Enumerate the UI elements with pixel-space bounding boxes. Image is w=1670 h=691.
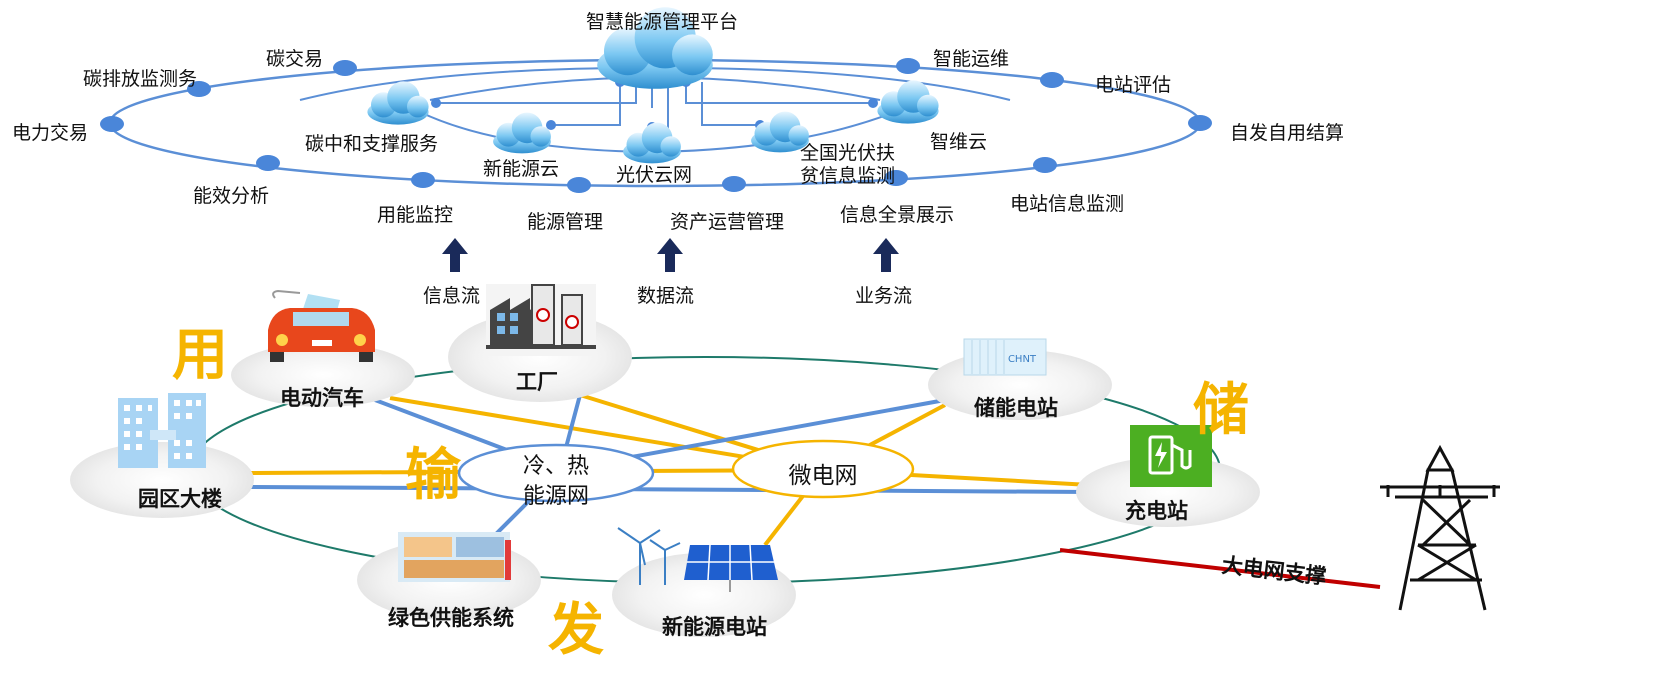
ring-label-carbon-monitor: 碳排放监测务 <box>83 68 198 90</box>
ring-label-asset-ops: 资产运营管理 <box>670 211 785 233</box>
cloud-label-carbon: 碳中和支撑服务 <box>305 133 439 155</box>
big-char-store: 储 <box>1193 378 1249 443</box>
node-label-factory: 工厂 <box>516 370 558 394</box>
cloud-connectors <box>437 82 875 130</box>
ring-label-panorama: 信息全景展示 <box>840 204 955 226</box>
ring-label-station-monitor: 电站信息监测 <box>1010 193 1125 215</box>
hub-label-cold-heat-2: 能源网 <box>522 484 590 509</box>
ring-label-energy-mgmt: 能源管理 <box>527 211 604 233</box>
cloud-carbon-icon <box>367 81 429 125</box>
cloud-maint-icon <box>877 80 939 124</box>
cold-heat-hub <box>457 443 655 503</box>
big-char-generate: 发 <box>548 598 604 663</box>
platform-title: 智慧能源管理平台 <box>585 11 739 33</box>
ev-car-icon <box>268 289 375 362</box>
ring-label-station-eval: 电站评估 <box>1095 74 1172 96</box>
cloud-label-poverty-2: 贫信息监测 <box>800 165 896 187</box>
node-label-charging: 充电站 <box>1125 499 1188 523</box>
hub-label-cold-heat-1: 冷、热 <box>522 454 590 479</box>
node-label-park: 园区大楼 <box>138 487 222 511</box>
cloud-newenergy-icon <box>493 112 551 154</box>
flow-arrows <box>442 238 899 272</box>
node-label-ev: 电动汽车 <box>280 386 364 410</box>
node-label-green: 绿色供能系统 <box>388 606 514 630</box>
node-label-newplant: 新能源电站 <box>662 615 767 639</box>
inner-ring-3 <box>689 67 1011 101</box>
ring-label-self-settlement: 自发自用结算 <box>1230 122 1345 144</box>
big-char-transmit: 输 <box>405 443 461 508</box>
wind-solar-icon <box>617 527 778 592</box>
cloud-label-poverty-1: 全国光伏扶 <box>800 142 896 164</box>
hub-label-microgrid: 微电网 <box>788 463 858 489</box>
big-char-use: 用 <box>172 323 228 388</box>
yellow-links <box>249 393 1091 547</box>
charging-station-icon <box>1130 425 1212 487</box>
node-bases <box>70 312 1260 637</box>
green-supply-icon <box>398 532 511 582</box>
node-label-storage: 储能电站 <box>974 396 1058 420</box>
flow-label-info: 信息流 <box>423 285 481 307</box>
inner-ring-2 <box>299 67 621 101</box>
blue-links <box>249 394 1091 542</box>
ring-label-power-trade: 电力交易 <box>12 122 89 144</box>
ring-label-usage-monitor: 用能监控 <box>377 204 454 226</box>
ring-label-smart-ops: 智能运维 <box>933 48 1010 70</box>
transmission-tower-icon <box>1380 444 1500 611</box>
microgrid-hub <box>731 439 915 499</box>
cloud-label-newenergy: 新能源云 <box>483 158 560 180</box>
container-brand: CHNT <box>1008 354 1037 365</box>
cloud-label-maint: 智维云 <box>930 131 988 153</box>
grid-support-line <box>1059 548 1381 589</box>
ring-label-efficiency: 能效分析 <box>193 185 270 207</box>
cloud-pv-icon <box>623 122 681 164</box>
ring-label-carbon-trade: 碳交易 <box>266 48 324 70</box>
park-building-icon <box>118 393 206 468</box>
flow-label-business: 业务流 <box>855 285 913 307</box>
storage-container-icon: CHNT <box>963 338 1047 376</box>
flow-label-data: 数据流 <box>637 285 695 307</box>
cloud-label-pv: 光伏云网 <box>616 164 693 186</box>
factory-icon <box>486 284 596 356</box>
